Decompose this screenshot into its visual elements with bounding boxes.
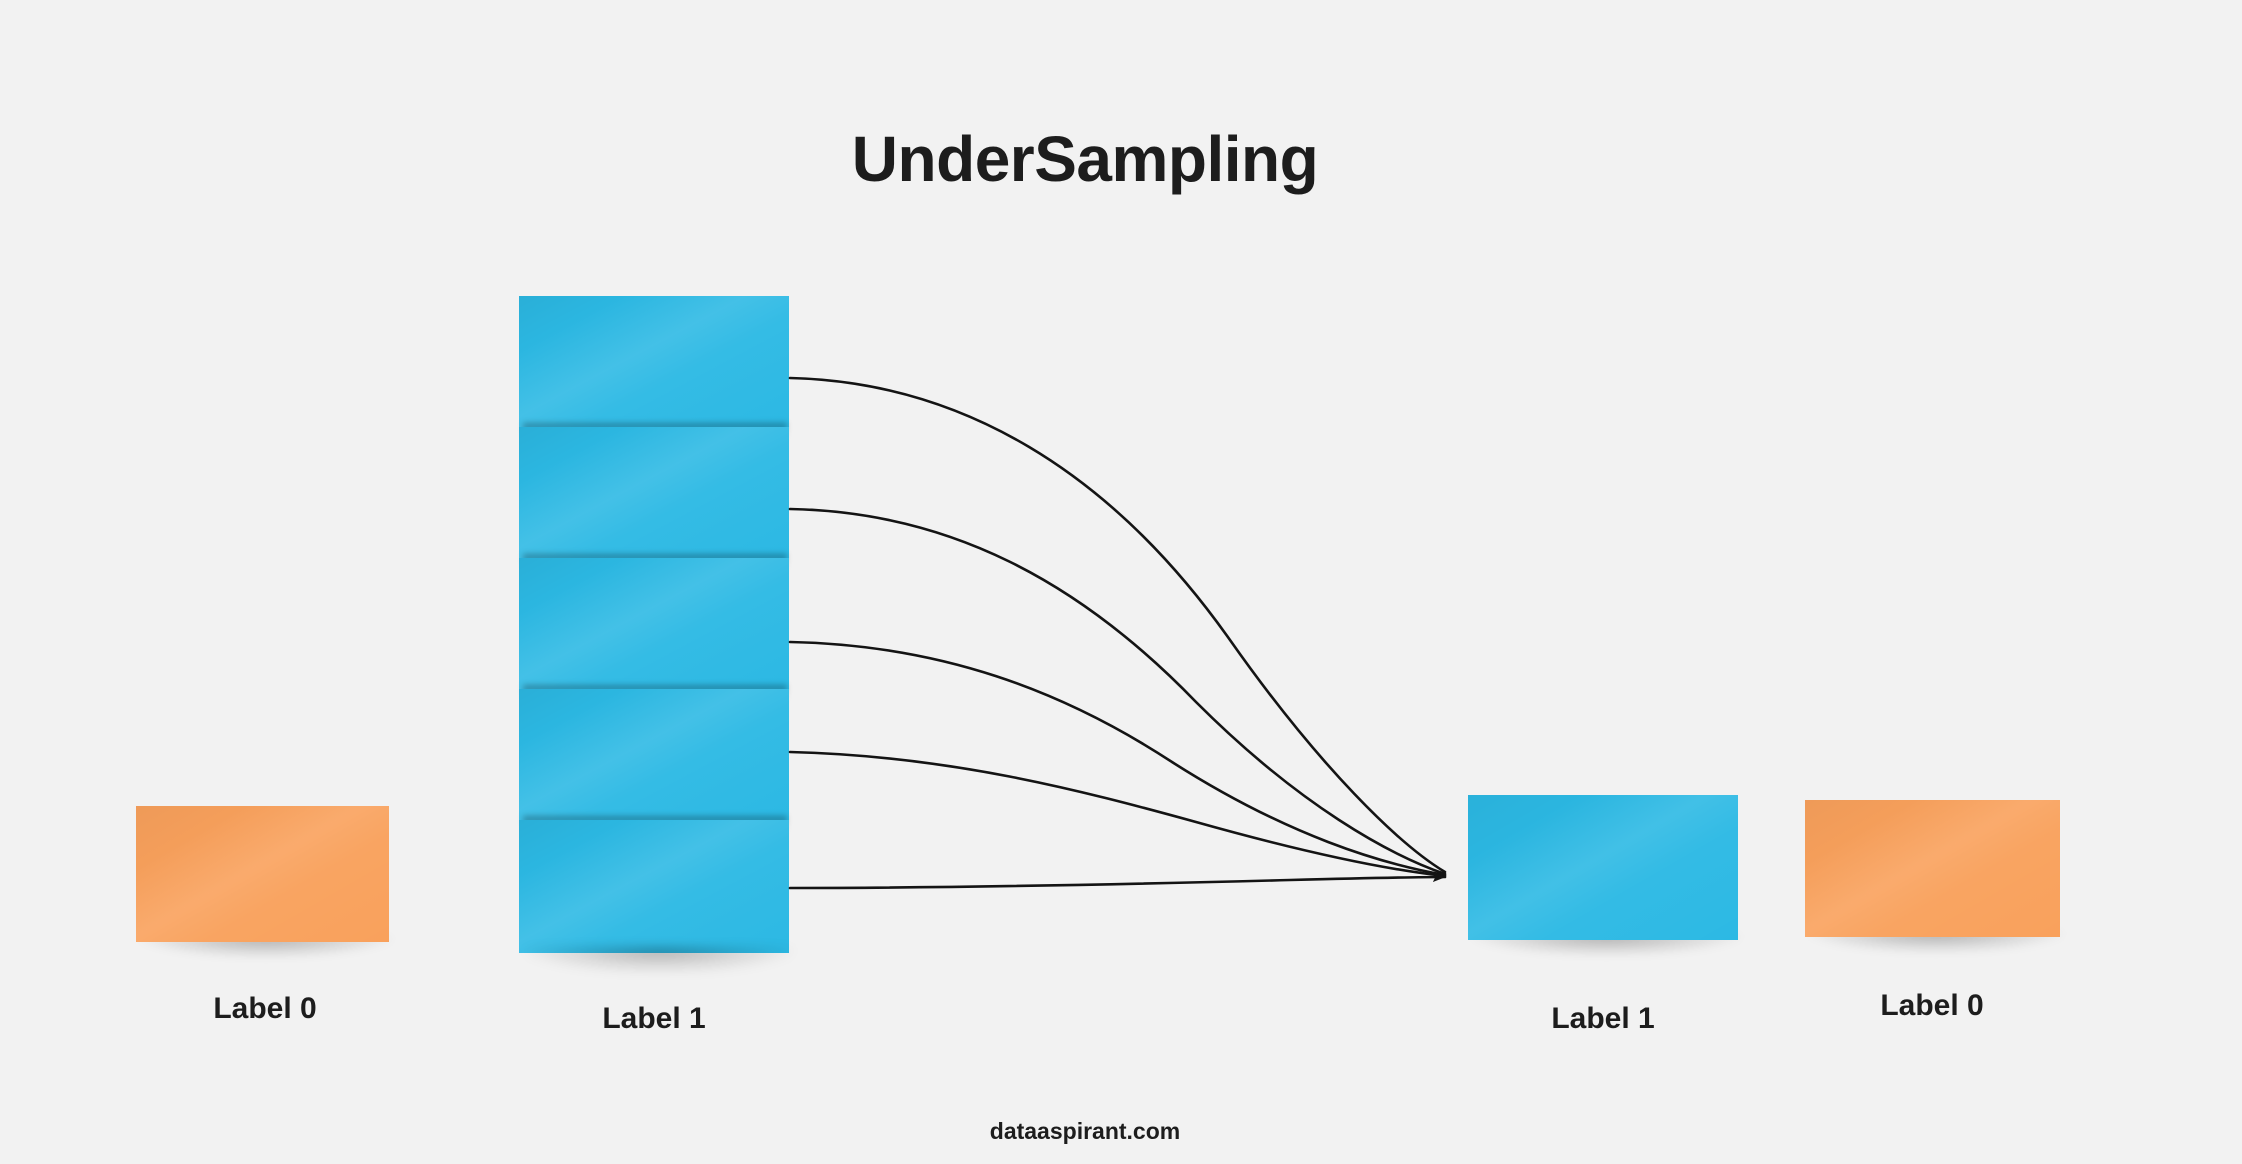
arrow-curve-4 [788, 750, 1447, 878]
arrow-curve-5-with-head [788, 871, 1447, 890]
stack-slab-2 [519, 427, 789, 558]
card-face [136, 806, 389, 942]
label-left-orange: Label 0 [213, 992, 317, 1025]
card-left-orange-label0 [136, 806, 393, 958]
label-right-orange: Label 0 [1880, 989, 1984, 1022]
arrow-curve-2 [788, 507, 1447, 876]
stack-slab-3 [519, 558, 789, 689]
stack-slab-4 [519, 689, 789, 820]
card-stack-blue-label1 [519, 296, 789, 953]
stack-slab-5 [519, 820, 789, 953]
arrow-curve-1 [788, 376, 1447, 874]
label-stack-blue: Label 1 [602, 1002, 706, 1035]
site-watermark: dataaspirant.com [989, 1118, 1181, 1144]
card-face [1468, 795, 1738, 940]
page-title: UnderSampling [851, 123, 1319, 195]
stack-slab-1 [519, 296, 789, 427]
label-right-blue: Label 1 [1551, 1002, 1655, 1035]
arrow-curve-3 [788, 640, 1447, 877]
card-face [1805, 800, 2060, 937]
card-right-orange-label0 [1805, 800, 2064, 953]
card-right-blue-label1 [1468, 795, 1742, 956]
